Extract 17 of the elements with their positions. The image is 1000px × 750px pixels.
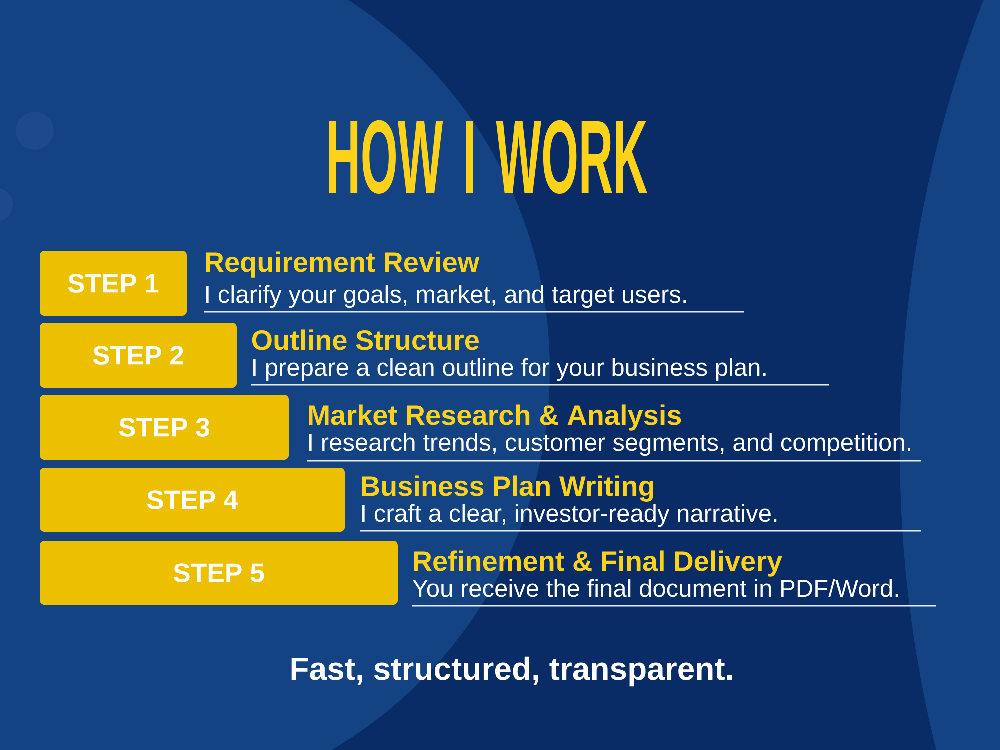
step-box: STEP 4 xyxy=(40,468,345,532)
step-box: STEP 3 xyxy=(40,395,289,460)
step-title: Requirement Review xyxy=(206,252,480,278)
step-description: I craft a clear, investor-ready narrative. xyxy=(362,504,777,528)
step-title: Refinement & Final Delivery xyxy=(414,550,782,577)
step-box: STEP 1 xyxy=(40,251,187,316)
step-title: Outline Structure xyxy=(252,330,479,350)
step-title: Market Research & Analysis xyxy=(309,404,682,431)
step-description: I research trends, customer segments, and competition. xyxy=(310,433,910,456)
step-description: You receive the final document in PDF/Word. xyxy=(412,579,898,598)
step-description: I prepare a clean outline for your business plan. xyxy=(254,358,766,382)
step-box: STEP 2 xyxy=(40,323,237,388)
caption: Fast, structured, transparent. xyxy=(292,656,732,687)
step-title: Business Plan Writing xyxy=(362,476,654,502)
step-description: I clarify your goals, market, and target users. xyxy=(206,285,686,308)
title: HOW I WORK xyxy=(329,120,648,194)
step-box: STEP 5 xyxy=(40,541,398,605)
